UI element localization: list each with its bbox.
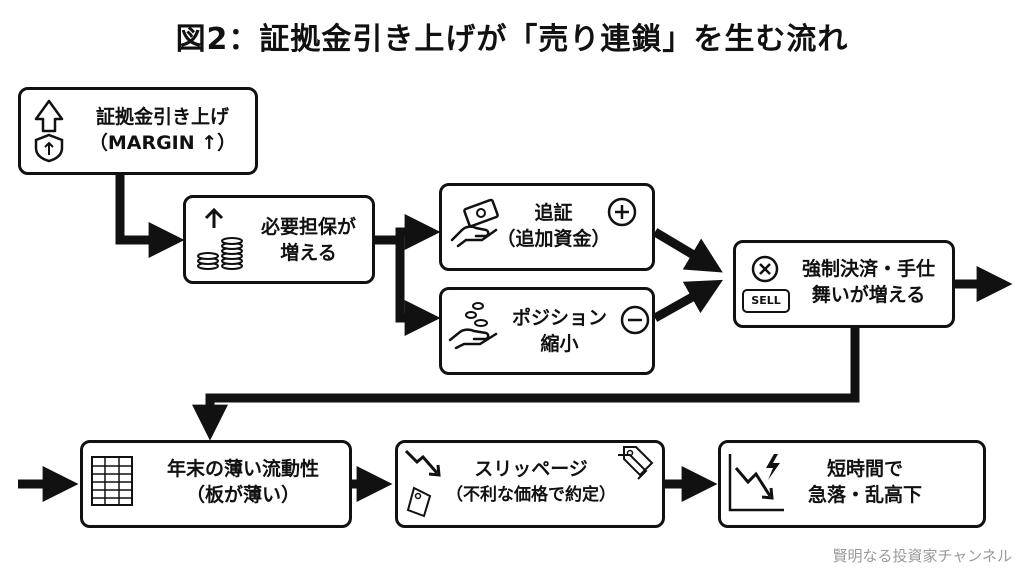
price-tag-icon [618, 446, 654, 480]
node-thin-liquidity [80, 440, 352, 528]
crash-chart-icon [728, 454, 784, 512]
diagram-title: 図2：証拠金引き上げが「売り連鎖」を生む流れ [175, 22, 849, 57]
x-circle-icon [751, 255, 779, 283]
node-margin-hike [18, 87, 258, 175]
arrow-forced-to-thin [192, 328, 860, 441]
node-position-cut-line1: ポジション [511, 307, 607, 329]
node-more-funds-line2: 増える [280, 242, 337, 264]
node-slippage-line1: スリッページ [474, 458, 588, 480]
channel-credit: 賢明なる投資家チャンネル [832, 547, 1012, 565]
node-crash-line2: 急落・乱高下 [807, 484, 922, 506]
node-margin-hike-line2: （MARGIN ↑） [88, 132, 237, 154]
arrow-funds-to-call [375, 214, 441, 250]
price-tag-icon [406, 486, 432, 518]
node-position-cut-line2: 縮小 [540, 333, 579, 355]
coins-hand-icon [448, 302, 498, 350]
arrow-cut-to-forced [652, 279, 723, 322]
node-forced-sell [733, 240, 955, 328]
arrow-margin-to-funds [115, 175, 185, 258]
up-arrow-shield-icon [34, 99, 64, 163]
node-crash-line1: 短時間で [826, 458, 903, 480]
plus-circle-icon [607, 197, 637, 227]
node-thin-liquidity-line1: 年末の薄い流動性 [166, 458, 319, 480]
down-trend-arrow-icon [404, 449, 441, 477]
table-grid-icon [91, 456, 133, 506]
node-margin-call-line1: 追証 [534, 202, 573, 224]
coins-up-arrow-icon [197, 207, 243, 270]
arrow-funds-to-cut [395, 240, 441, 336]
node-forced-sell-line1: 強制決済・手仕 [801, 258, 935, 280]
node-forced-sell-line2: 舞いが増える [811, 284, 926, 306]
node-thin-liquidity-line2: （板が薄い） [185, 484, 300, 506]
arrow-call-to-forced [652, 228, 723, 273]
minus-circle-icon [620, 305, 650, 335]
node-margin-hike-line1: 証拠金引き上げ [95, 106, 229, 128]
node-slippage-line2: （不利な価格で約定） [446, 485, 616, 505]
cash-hand-icon [450, 198, 499, 248]
node-margin-call-line2: （追加資金） [496, 228, 611, 250]
node-more-funds-line1: 必要担保が [260, 216, 356, 238]
sell-badge-icon: SELL [742, 289, 790, 313]
